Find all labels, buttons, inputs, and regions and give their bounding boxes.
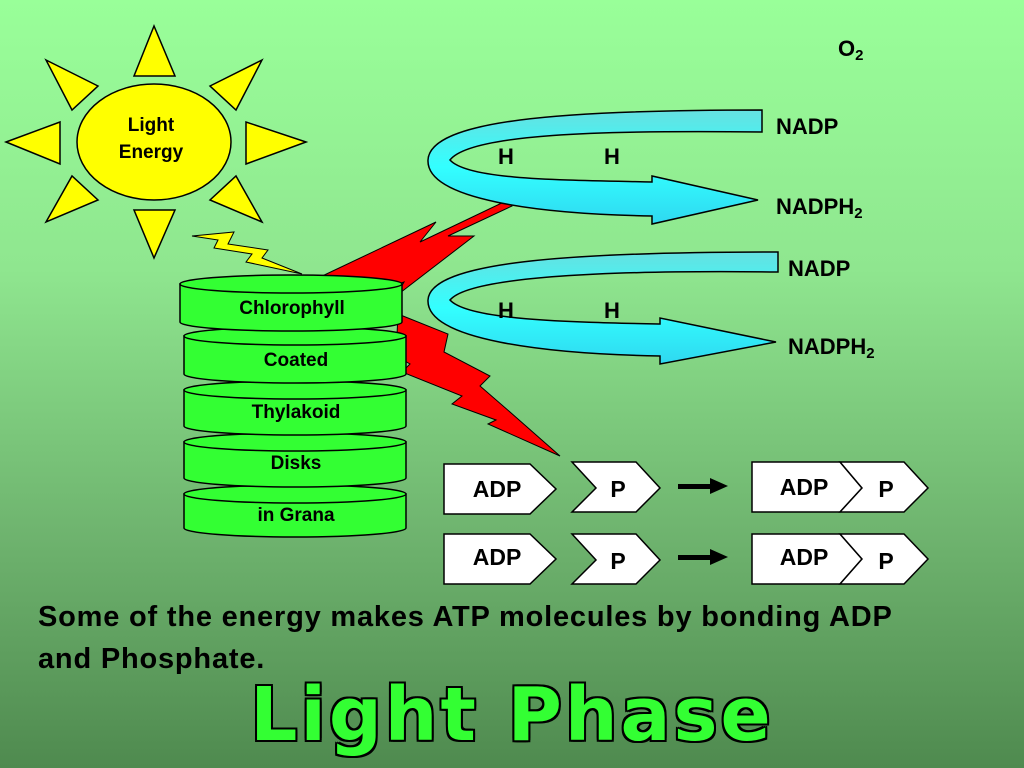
sun-label-line1: Light xyxy=(127,115,175,136)
adp-label-2: ADP xyxy=(472,544,522,570)
adp-result-label-1: ADP xyxy=(779,474,829,500)
hydrogen-label-1b: H xyxy=(604,144,620,169)
adp-box-1 xyxy=(443,463,558,515)
phosphate-label-1: P xyxy=(610,476,626,502)
phosphate-result-box-2 xyxy=(838,533,930,585)
lower-lightning-icon xyxy=(395,313,561,457)
sun-icon xyxy=(3,24,309,260)
disk-label-chlorophyll: Chlorophyll xyxy=(239,298,345,319)
adp-result-label-2: ADP xyxy=(779,544,829,570)
nadp-label-2: NADP xyxy=(788,256,851,281)
nadp-label-1: NADP xyxy=(776,114,839,139)
phosphate-result-box-1 xyxy=(838,461,930,513)
sun-label: Light Energy xyxy=(92,112,210,166)
caption-text: Some of the energy makes ATP molecules b… xyxy=(38,601,893,675)
adp-label-1: ADP xyxy=(472,476,522,502)
disk-label-grana: in Grana xyxy=(257,505,335,526)
small-lightning-icon xyxy=(191,231,303,275)
hydrogen-label-2b: H xyxy=(604,298,620,323)
phosphate-box-1 xyxy=(570,461,662,513)
nadph2-label-2: NADPH2 xyxy=(788,334,875,362)
slide-title: Light Phase xyxy=(250,672,774,758)
nadp-cycle-arrow-2 xyxy=(427,251,779,365)
phosphate-box-2 xyxy=(570,533,662,585)
adp-box-2 xyxy=(443,533,558,585)
hydrogen-label-2a: H xyxy=(498,298,514,323)
phosphate-result-label-2: P xyxy=(878,548,894,574)
thylakoid-stack xyxy=(179,274,407,538)
disk-label-coated: Coated xyxy=(263,350,329,371)
disk-label-thylakoid: Thylakoid xyxy=(251,402,341,423)
nadp-cycle-arrow-1 xyxy=(427,109,763,225)
disk-label-disks: Disks xyxy=(270,453,322,474)
phosphate-result-label-1: P xyxy=(878,476,894,502)
reaction-arrow-2 xyxy=(678,549,728,565)
phosphate-label-2: P xyxy=(610,548,626,574)
reaction-arrow-1 xyxy=(678,478,728,494)
nadph2-label-1: NADPH2 xyxy=(776,194,863,222)
hydrogen-label-1a: H xyxy=(498,144,514,169)
sun-label-line2: Energy xyxy=(118,142,184,163)
oxygen-label: O2 xyxy=(838,36,864,64)
